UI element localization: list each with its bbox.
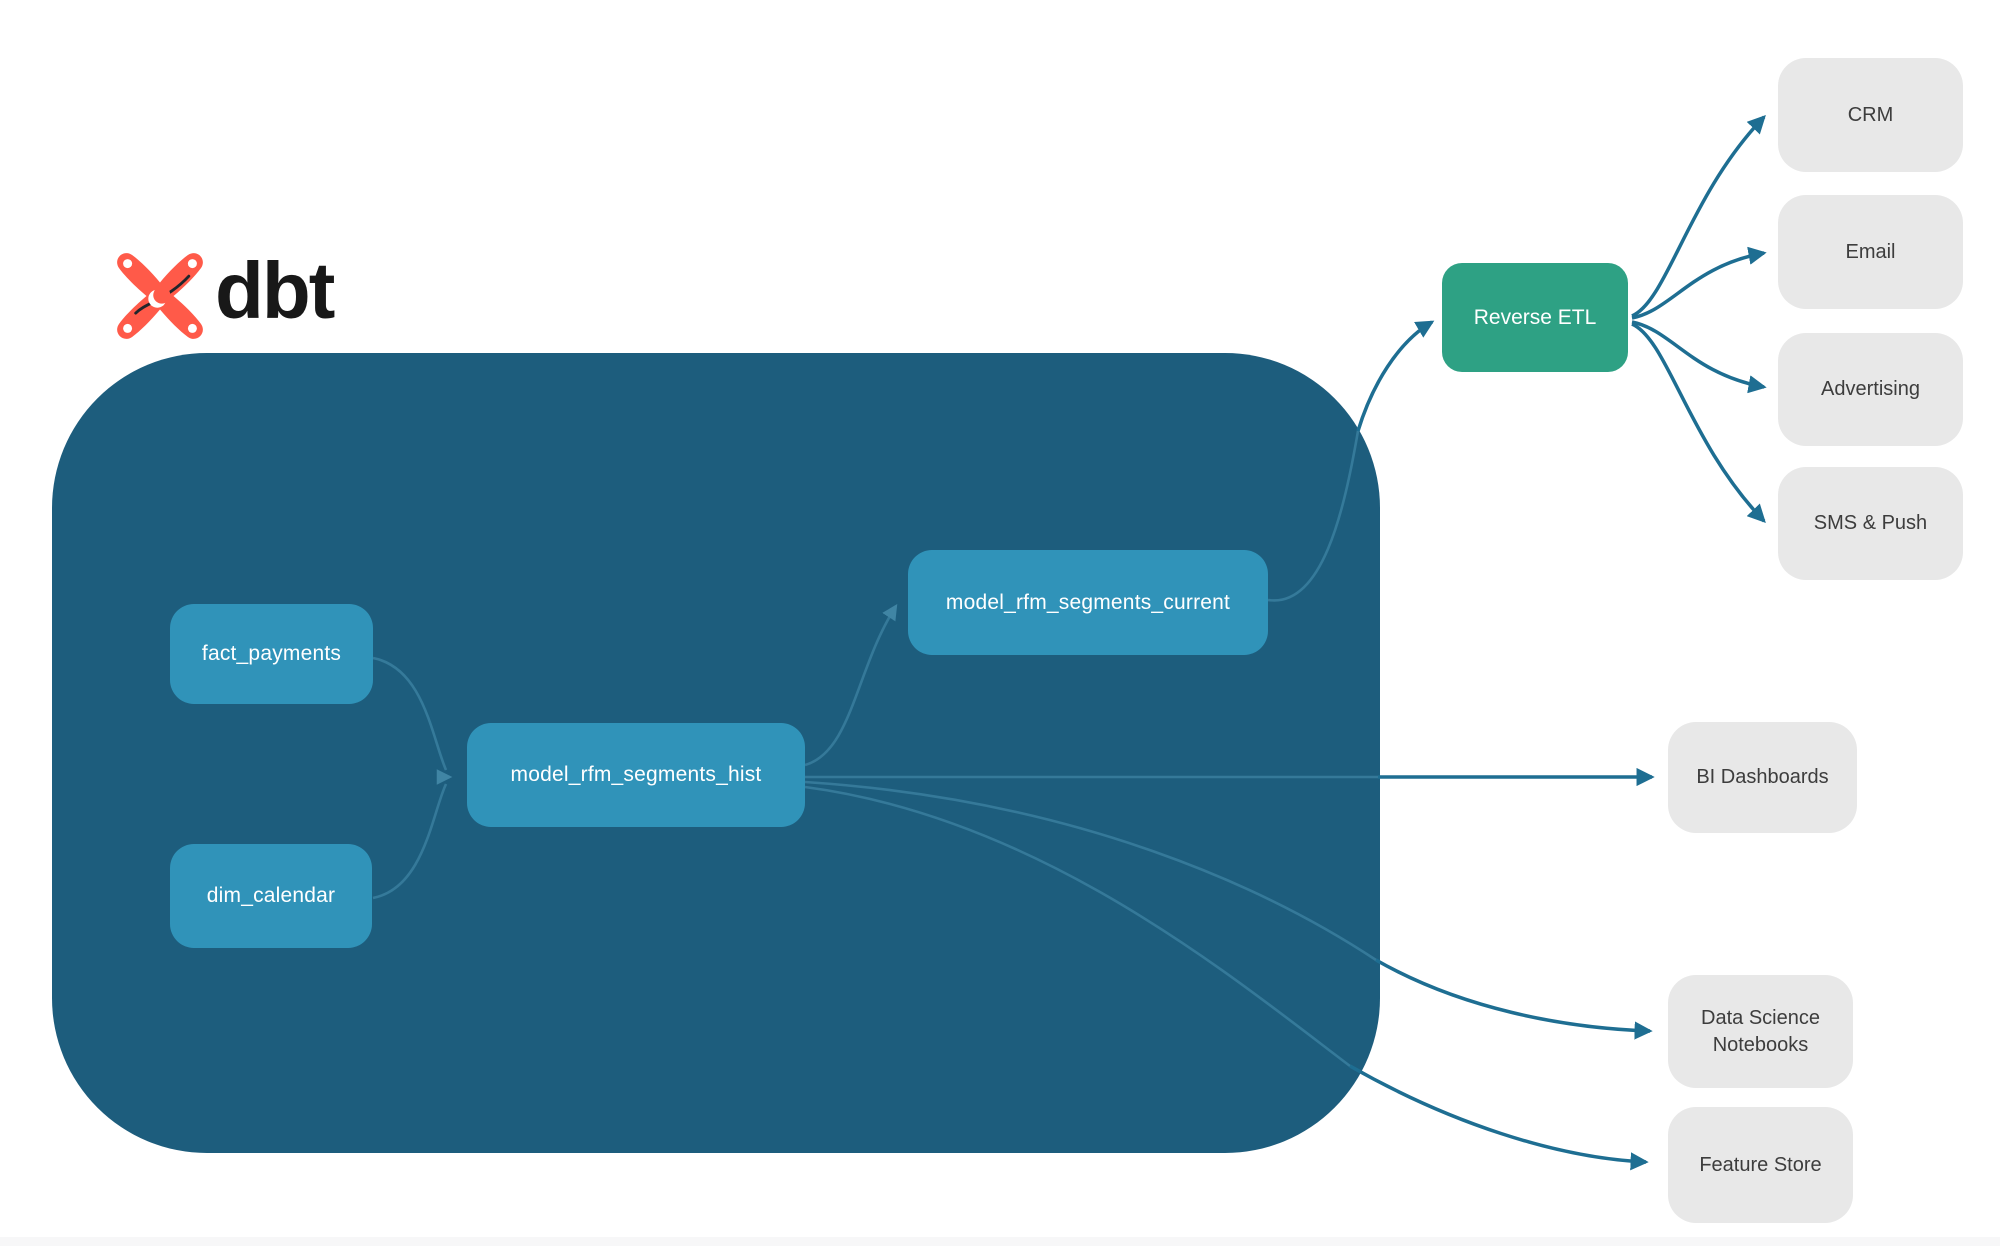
dbt-wordmark: dbt [215,246,335,335]
node-label: SMS & Push [1813,512,1928,534]
node-model-rfm-segments-current: model_rfm_segments_current [908,550,1268,655]
node-label: CRM [1847,103,1894,126]
node-label: model_rfm_segments_hist [510,763,762,786]
edge-container-to-reverse-etl [1356,320,1435,432]
node-label: Feature Store [1699,1153,1822,1176]
bottom-edge-strip [0,1237,2000,1246]
node-label: dim_calendar [206,884,336,907]
edge-reverse-etl-to-advertising [1631,320,1767,394]
node-label: fact_payments [201,642,342,665]
node-label: Data Science Notebooks [1701,1006,1820,1056]
node-label: Email [1845,240,1896,263]
edge-hist-to-fs-outer [1349,1064,1649,1171]
edge-reverse-etl-to-crm [1631,115,1766,318]
node-label: model_rfm_segments_current [945,590,1231,614]
node-feature-store: Feature Store [1668,1107,1853,1223]
node-email: Email [1778,195,1963,309]
node-data-science-notebooks: Data Science Notebooks [1668,975,1853,1088]
node-advertising: Advertising [1778,333,1963,446]
node-crm: CRM [1778,58,1963,172]
dbt-logo-icon [117,253,203,339]
node-model-rfm-segments-hist: model_rfm_segments_hist [467,723,805,827]
node-dim-calendar: dim_calendar [170,844,372,948]
node-label: Advertising [1821,378,1920,400]
node-sms-push: SMS & Push [1778,467,1963,580]
dbt-logo: dbt [115,246,335,341]
edge-hist-to-dsn-outer [1375,958,1653,1040]
edge-reverse-etl-to-email [1631,246,1767,320]
node-label: Reverse ETL [1473,305,1597,329]
node-bi-dashboards: BI Dashboards [1668,722,1857,833]
node-reverse-etl: Reverse ETL [1442,263,1628,372]
edge-reverse-etl-to-sms-push [1631,322,1766,523]
node-label: BI Dashboards [1696,766,1829,788]
node-fact-payments: fact_payments [170,604,373,704]
